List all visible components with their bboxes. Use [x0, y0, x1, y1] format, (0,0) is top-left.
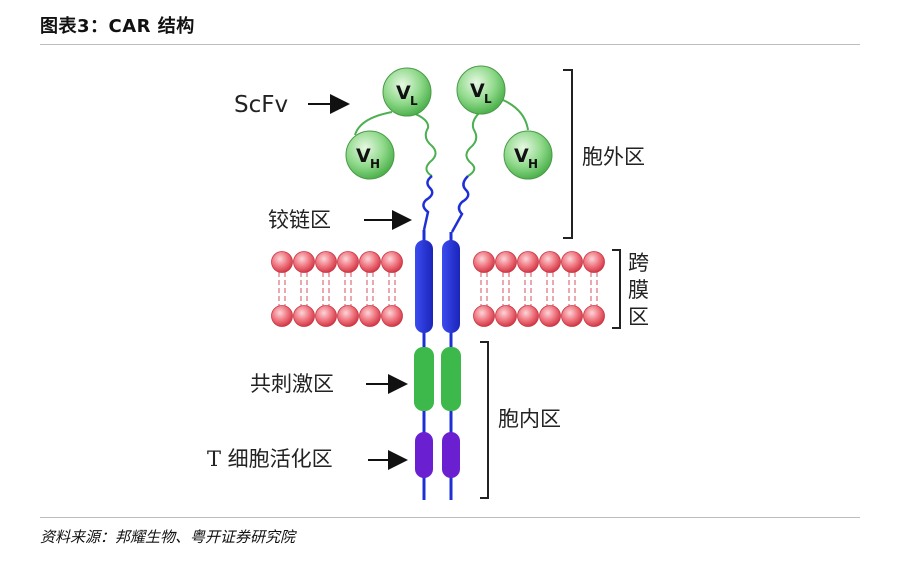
lipid-head: [517, 305, 539, 327]
lipid-head: [495, 305, 517, 327]
lipid-bilayer: [271, 251, 605, 327]
lipid-head: [539, 251, 561, 273]
lipid-head: [271, 251, 293, 273]
transmembrane-label-3: 区: [628, 305, 649, 329]
lipid-head: [539, 305, 561, 327]
lipid-head: [271, 305, 293, 327]
lipid-head: [315, 251, 337, 273]
intracellular-label: 胞内区: [498, 407, 561, 431]
car-chain-left: V L V H: [345, 67, 437, 500]
hinge-coil-left: [422, 175, 434, 231]
flexible-linker-right: [465, 111, 481, 177]
vh-domain-right: [503, 130, 553, 180]
vl-domain-left: [382, 67, 432, 117]
costimulatory-domain-right: [441, 347, 461, 411]
linker-vh-left: [354, 111, 393, 136]
vh-left-label: V: [356, 145, 371, 167]
lipid-head: [561, 305, 583, 327]
transmembrane-domain-left: [415, 240, 433, 333]
vh-right-label: V: [514, 145, 529, 167]
transmembrane-domain-right: [442, 240, 460, 333]
hinge-coil-right: [450, 175, 470, 233]
lipid-head: [473, 251, 495, 273]
lipid-head: [293, 305, 315, 327]
vl-left-sub: L: [410, 94, 418, 108]
intracellular-bracket: [480, 341, 489, 499]
lipid-head: [381, 305, 403, 327]
lipid-head: [293, 251, 315, 273]
lipid-head: [381, 251, 403, 273]
extracellular-bracket: [563, 69, 573, 239]
lipid-head: [561, 251, 583, 273]
activation-domain-left: [415, 432, 433, 478]
bottom-divider: [40, 517, 860, 518]
vh-domain-left: [345, 130, 395, 180]
linker-vh-right: [502, 99, 529, 131]
figure-title: 图表3：CAR 结构: [40, 16, 195, 37]
lipid-head: [517, 251, 539, 273]
lipid-head: [583, 305, 605, 327]
lipid-head: [583, 251, 605, 273]
top-divider: [40, 44, 860, 45]
transmembrane-label-1: 跨: [628, 251, 649, 275]
flexible-linker-left: [404, 109, 437, 177]
activation-domain-right: [442, 432, 460, 478]
vh-left-sub: H: [370, 157, 380, 171]
lipid-head: [315, 305, 337, 327]
lipid-head: [359, 305, 381, 327]
lipid-head: [337, 305, 359, 327]
hinge-label: 铰链区: [268, 208, 331, 232]
costimulatory-domain-left: [414, 347, 434, 411]
car-chain-right: V L V H: [441, 65, 553, 500]
tcell-activation-label: T 细胞活化区: [207, 447, 333, 471]
vl-domain-right: [456, 65, 506, 115]
vl-right-label: V: [470, 80, 485, 102]
lipid-head: [359, 251, 381, 273]
lipid-head: [337, 251, 359, 273]
transmembrane-bracket: [612, 249, 621, 329]
lipid-head: [473, 305, 495, 327]
vl-left-label: V: [396, 82, 411, 104]
costim-label: 共刺激区: [250, 372, 334, 396]
vh-right-sub: H: [528, 157, 538, 171]
transmembrane-label-2: 膜: [628, 278, 649, 302]
source-note: 资料来源：邦耀生物、粤开证券研究院: [40, 528, 296, 546]
vl-right-sub: L: [484, 92, 492, 106]
extracellular-label: 胞外区: [582, 145, 645, 169]
scfv-label: ScFv: [234, 92, 288, 118]
lipid-head: [495, 251, 517, 273]
